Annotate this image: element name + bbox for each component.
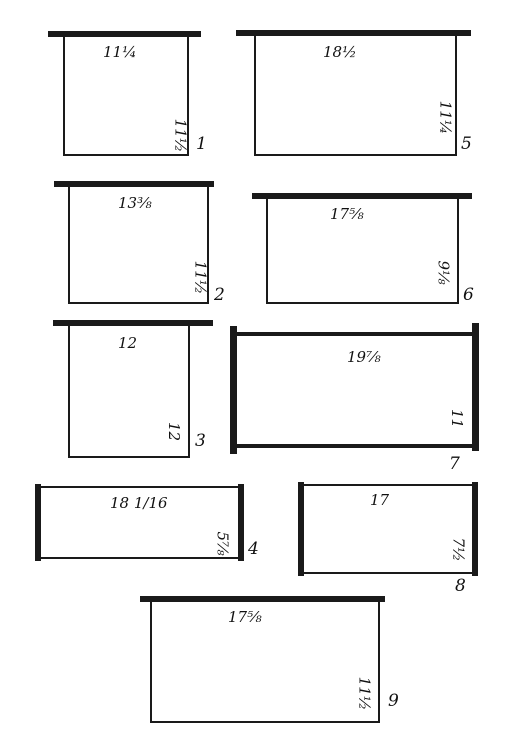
piece-6-top-dimension: 17⅝ [330, 205, 364, 223]
piece-6-rect [266, 195, 459, 304]
piece-2-number: 2 [214, 285, 225, 305]
piece-7-top-dimension: 19⅞ [347, 348, 381, 366]
piece-4-thick-right-edge [238, 484, 244, 561]
piece-4-side-dimension: 5⅞ [213, 531, 232, 556]
piece-7-thick-right-edge [472, 323, 479, 451]
piece-5-top-dimension: 18½ [323, 43, 357, 61]
piece-1-top-dimension: 11¼ [103, 43, 137, 61]
piece-5-rect [254, 34, 457, 156]
piece-9-number: 9 [388, 691, 399, 711]
piece-1-number: 1 [196, 134, 207, 154]
piece-8-top-dimension: 17 [370, 491, 390, 509]
piece-8-side-dimension: 7½ [449, 537, 468, 562]
piece-9-side-dimension: 11½ [355, 676, 374, 711]
piece-4-number: 4 [248, 539, 259, 559]
piece-1-thick-top-edge [48, 31, 201, 37]
piece-9-top-dimension: 17⅝ [228, 608, 262, 626]
piece-3-thick-top-edge [53, 320, 213, 326]
piece-7-side-dimension: 11 [448, 408, 467, 429]
piece-5-side-dimension: 11¼ [436, 100, 455, 135]
piece-2-side-dimension: 11½ [191, 260, 210, 295]
piece-4-top-dimension: 18 1/16 [110, 494, 168, 512]
piece-7-number: 7 [449, 454, 460, 474]
piece-9-rect [150, 599, 380, 723]
piece-8-rect [300, 484, 476, 574]
piece-6-number: 6 [463, 285, 474, 305]
piece-4-thick-left-edge [35, 484, 41, 561]
piece-9-thick-top-edge [140, 596, 385, 602]
piece-2-top-dimension: 13⅜ [118, 194, 152, 212]
piece-8-number: 8 [455, 576, 466, 596]
piece-3-top-dimension: 12 [118, 334, 138, 352]
piece-3-rect [68, 323, 190, 458]
piece-3-side-dimension: 12 [165, 421, 184, 442]
piece-8-thick-right-edge [472, 482, 478, 576]
piece-5-thick-top-edge [236, 30, 471, 36]
piece-7-thick-left-edge [230, 326, 237, 454]
piece-5-number: 5 [461, 134, 472, 154]
piece-7-rect [232, 332, 476, 448]
piece-6-side-dimension: 9⅛ [434, 260, 453, 285]
piece-6-thick-top-edge [252, 193, 472, 199]
piece-8-thick-left-edge [298, 482, 304, 576]
piece-3-number: 3 [195, 431, 206, 451]
piece-2-rect [68, 184, 209, 304]
piece-1-side-dimension: 11½ [171, 118, 190, 153]
piece-2-thick-top-edge [54, 181, 214, 187]
